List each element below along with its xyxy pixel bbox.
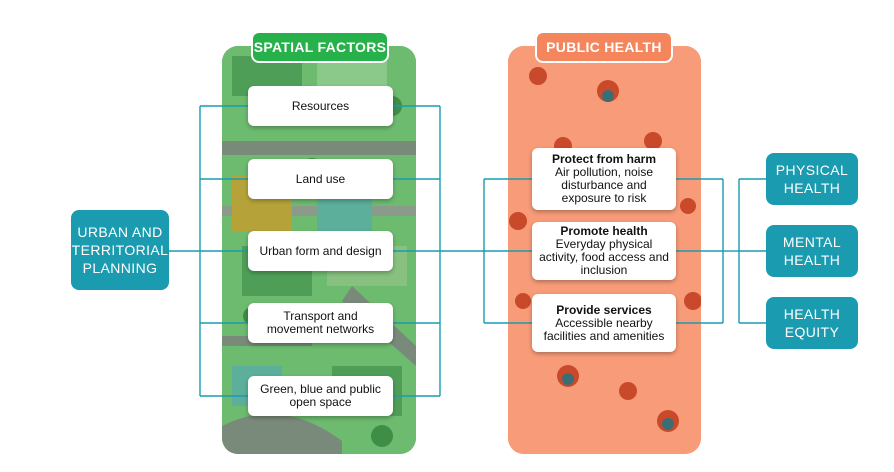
public-health-header: PUBLIC HEALTH xyxy=(535,31,673,63)
spatial-item-green-space: Green, blue and public open space xyxy=(248,376,393,416)
spatial-item-label: Urban form and design xyxy=(259,243,382,258)
health-item-title: Provide services xyxy=(556,302,652,317)
spatial-item-transport: Transport and movement networks xyxy=(248,303,393,343)
spatial-factors-header: SPATIAL FACTORS xyxy=(251,31,389,63)
health-item-desc: Everyday physical activity, food access … xyxy=(539,237,669,277)
spatial-item-label: Land use xyxy=(295,171,346,186)
spatial-item-label: Resources xyxy=(291,98,350,113)
health-item-desc: Air pollution, noise disturbance and exp… xyxy=(554,165,654,205)
spatial-item-urban-form: Urban form and design xyxy=(248,231,393,271)
outcome-health-equity: HEALTH EQUITY xyxy=(766,297,858,349)
health-item-desc: Accessible nearby facilities and ameniti… xyxy=(543,315,665,343)
health-item-title: Promote health xyxy=(560,224,648,238)
spatial-item-label: Transport and movement networks xyxy=(266,309,375,336)
health-item-title: Protect from harm xyxy=(551,152,657,166)
outcome-mental-health: MENTAL HEALTH xyxy=(766,225,858,277)
spatial-item-land-use: Land use xyxy=(248,159,393,199)
spatial-item-label: Green, blue and public open space xyxy=(260,382,381,409)
spatial-item-resources: Resources xyxy=(248,86,393,126)
health-item-protect: Protect from harm Air pollution, noise d… xyxy=(532,148,676,210)
health-item-provide: Provide services Accessible nearby facil… xyxy=(532,294,676,352)
outcome-physical-health: PHYSICAL HEALTH xyxy=(766,153,858,205)
urban-territorial-planning-box: URBAN AND TERRITORIAL PLANNING xyxy=(71,210,169,290)
health-item-promote: Promote health Everyday physical activit… xyxy=(532,222,676,280)
